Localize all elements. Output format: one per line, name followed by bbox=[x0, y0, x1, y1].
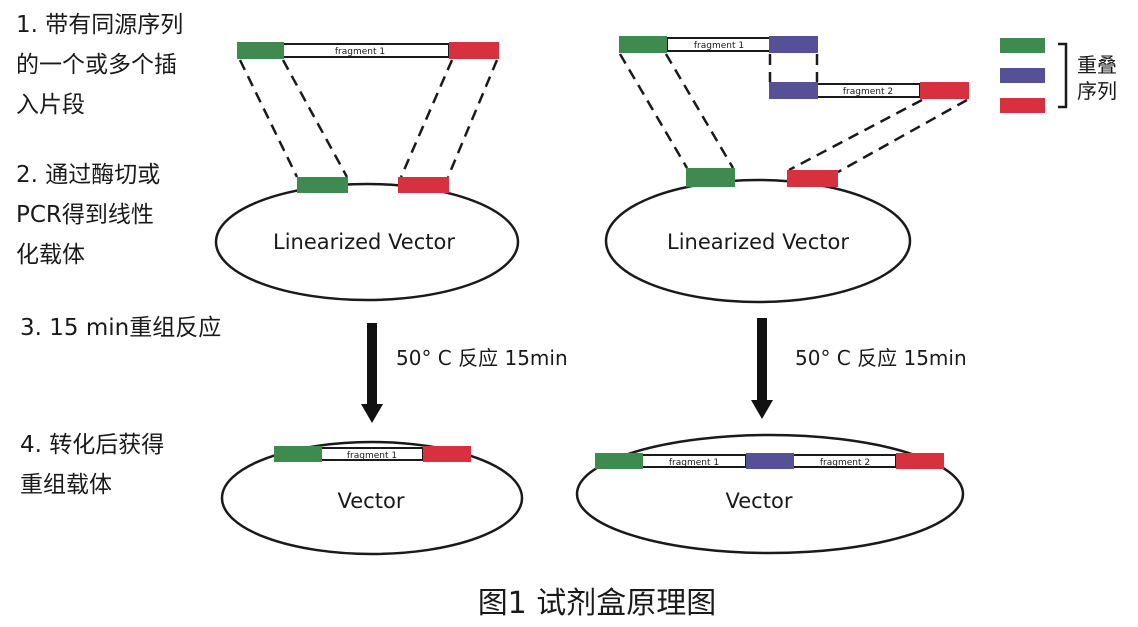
vector-green-end bbox=[686, 168, 735, 187]
blue-overlap-block bbox=[769, 82, 818, 99]
fragment-1-label: fragment 1 bbox=[669, 458, 719, 468]
step-3-text: 3. 15 min重组反应 bbox=[20, 315, 221, 341]
step-4-text: 4. 转化后获得 重组载体 bbox=[20, 432, 164, 498]
fragment-2-label: fragment 2 bbox=[843, 87, 893, 97]
legend-green-swatch bbox=[1000, 38, 1045, 53]
left-reaction-condition: 50° C 反应 15min bbox=[396, 346, 568, 370]
arrow-shaft bbox=[367, 323, 377, 406]
step-1-text: 1. 带有同源序列 的一个或多个插 入片段 bbox=[16, 12, 183, 118]
green-overlap-block bbox=[595, 453, 643, 469]
blue-overlap-block bbox=[746, 453, 794, 469]
right-fragment-link bbox=[768, 54, 819, 82]
right-reaction-condition: 50° C 反应 15min bbox=[795, 346, 967, 370]
legend-bracket bbox=[1058, 42, 1068, 109]
step-2-line-3: 化载体 bbox=[16, 242, 85, 268]
legend-label-line-2: 序列 bbox=[1077, 79, 1117, 103]
right-arrow: 50° C 反应 15min bbox=[751, 318, 967, 419]
step-1-line-3: 入片段 bbox=[16, 92, 85, 118]
legend-red-swatch bbox=[1000, 98, 1045, 113]
left-dashed-connectors bbox=[238, 59, 499, 178]
green-overlap-block bbox=[274, 446, 322, 462]
step-1-line-2: 的一个或多个插 bbox=[16, 52, 177, 78]
green-overlap-block bbox=[619, 36, 667, 53]
step-4-line-2: 重组载体 bbox=[20, 472, 112, 498]
fragment-2-label: fragment 2 bbox=[820, 458, 870, 468]
right-recombinant-vector: fragment 1 fragment 2 Vector bbox=[575, 433, 965, 555]
right-insert-fragment-2: fragment 2 bbox=[769, 82, 969, 99]
fragment-1-label: fragment 1 bbox=[335, 47, 385, 57]
red-overlap-block bbox=[920, 82, 969, 99]
fragment-1-label: fragment 1 bbox=[694, 41, 744, 51]
vector-label: Vector bbox=[726, 489, 793, 513]
left-recombinant-vector: fragment 1 Vector bbox=[220, 440, 524, 556]
vector-red-end bbox=[398, 177, 449, 193]
linearized-vector-label: Linearized Vector bbox=[273, 230, 455, 254]
left-arrow: 50° C 反应 15min bbox=[361, 323, 568, 423]
fragment-1-label: fragment 1 bbox=[347, 451, 397, 461]
left-linearized-vector: Linearized Vector bbox=[214, 177, 520, 302]
step-2-line-1: 2. 通过酶切或 bbox=[16, 162, 160, 188]
vector-label: Vector bbox=[338, 489, 405, 513]
legend-blue-swatch bbox=[1000, 68, 1045, 83]
red-overlap-block bbox=[896, 453, 944, 469]
vector-red-end bbox=[787, 170, 838, 187]
red-overlap-block bbox=[423, 446, 471, 462]
right-dashed-connectors bbox=[618, 53, 968, 174]
vector-ellipse bbox=[214, 182, 520, 302]
vector-green-end bbox=[297, 177, 348, 193]
vector-ellipse bbox=[220, 440, 524, 556]
step-2-text: 2. 通过酶切或 PCR得到线性 化载体 bbox=[16, 162, 160, 268]
step-3-line-1: 3. 15 min重组反应 bbox=[20, 315, 221, 341]
right-linearized-vector: Linearized Vector bbox=[604, 168, 912, 304]
arrow-down-icon bbox=[751, 400, 773, 419]
linearized-vector-label: Linearized Vector bbox=[667, 230, 849, 254]
arrow-down-icon bbox=[361, 404, 383, 423]
arrow-shaft bbox=[757, 318, 767, 402]
left-insert-fragment: fragment 1 bbox=[237, 42, 499, 59]
legend-label-line-1: 重叠 bbox=[1077, 53, 1117, 77]
overlap-legend: 重叠 序列 bbox=[1000, 38, 1117, 113]
step-1-line-1: 1. 带有同源序列 bbox=[16, 12, 183, 38]
red-overlap-block bbox=[449, 42, 499, 59]
green-overlap-block bbox=[237, 42, 284, 59]
step-4-line-1: 4. 转化后获得 bbox=[20, 432, 164, 458]
figure-caption: 图1 试剂盒原理图 bbox=[478, 586, 717, 621]
step-2-line-2: PCR得到线性 bbox=[16, 202, 154, 228]
blue-overlap-block bbox=[769, 36, 818, 53]
vector-ellipse bbox=[604, 178, 912, 304]
right-insert-fragment-1: fragment 1 bbox=[619, 36, 818, 53]
